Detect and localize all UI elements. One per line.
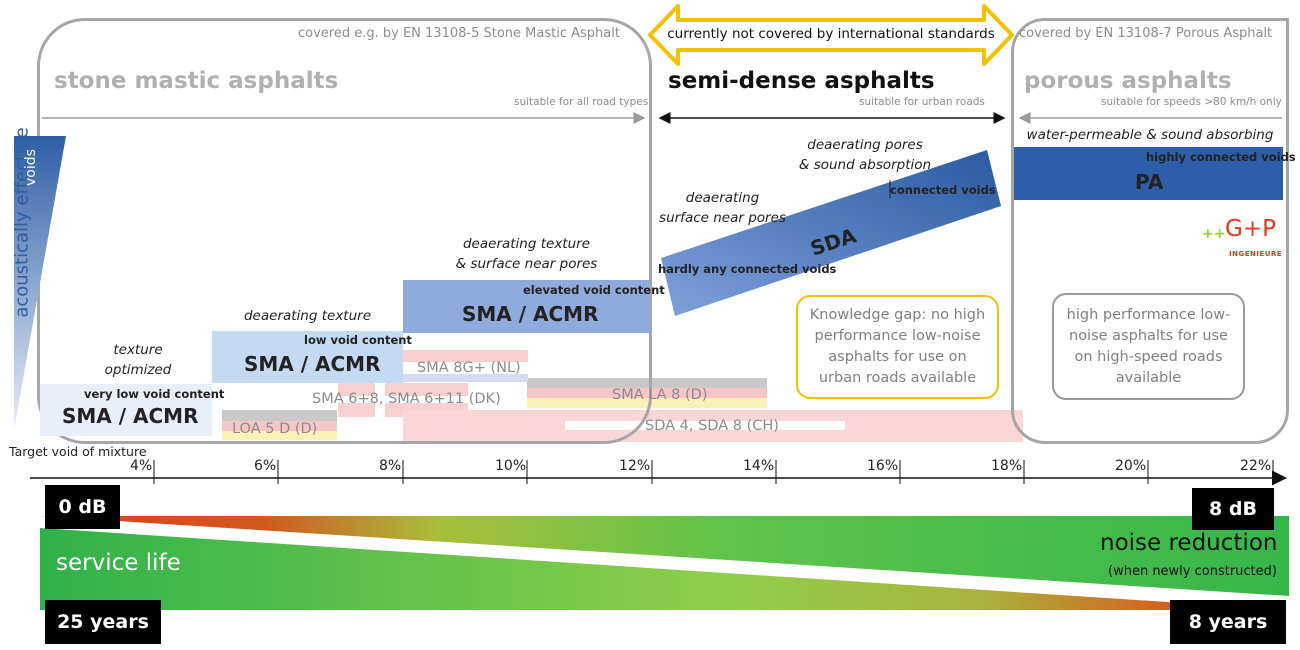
sma-very-low-box[interactable]	[40, 384, 212, 436]
pa-box[interactable]	[1014, 147, 1283, 200]
sma-low-box[interactable]	[212, 331, 403, 383]
gap-banner-text: currently not covered by international s…	[667, 26, 995, 42]
sma-elevated-sublabel: elevated void content	[523, 283, 665, 297]
sda-sub-high: connected voids	[890, 183, 996, 197]
tick-6: 6%	[254, 458, 277, 474]
noise-reduction-label: noise reduction	[1100, 530, 1278, 556]
x-axis	[30, 460, 1287, 486]
smala-label: SMA LA 8 (D)	[612, 387, 708, 403]
loa-label: LOA 5 D (D)	[232, 421, 318, 437]
porous-category-title: porous asphalts	[1024, 68, 1232, 94]
y-axis-sublabel: voids	[23, 149, 39, 186]
tick-20: 20%	[1115, 458, 1147, 474]
x-axis-label: Target void of mixture	[9, 444, 147, 459]
knowledge-gap-note: Knowledge gap: no high performance low-n…	[796, 295, 999, 399]
tick-22: 22%	[1240, 458, 1272, 474]
gp-logo-prefix: ++	[1202, 226, 1226, 242]
sda-sub-low: hardly any connected voids	[658, 262, 837, 276]
high-performance-note: high performance low-noise asphalts for …	[1052, 293, 1245, 400]
service-life-label: service life	[56, 550, 181, 576]
pa-name: PA	[1135, 170, 1164, 194]
loa-flag-bar-black	[222, 410, 337, 421]
pa-coverage-note: covered by EN 13108-7 Porous Asphalt	[1019, 26, 1273, 41]
tradeoff-bands	[40, 516, 1289, 610]
sda-desc-b1: deaerating pores	[807, 137, 923, 153]
tick-12: 12%	[619, 458, 651, 474]
knowledge-gap-text: Knowledge gap: no high performance low-n…	[809, 307, 986, 386]
loa-flag-bar-red	[222, 421, 337, 431]
sma-coverage-note: covered e.g. by EN 13108-5 Stone Mastic …	[298, 26, 620, 41]
sma-elevated-name: SMA / ACMR	[462, 302, 599, 326]
sma-elevated-desc-1: deaerating texture	[462, 236, 591, 252]
gap-banner-arrow	[648, 4, 1014, 66]
gp-logo-sub: INGENIEURE	[1229, 250, 1283, 258]
high-performance-text: high performance low-noise asphalts for …	[1066, 306, 1231, 386]
sma8g-label: SMA 8G+ (NL)	[417, 360, 521, 376]
tick-8: 8%	[379, 458, 402, 474]
sma-suitability: suitable for all road types	[514, 96, 649, 108]
sda-desc-a1: deaerating	[685, 190, 760, 206]
sma-category-title: stone mastic asphalts	[54, 68, 339, 94]
tick-4: 4%	[130, 458, 153, 474]
pa-desc: water-permeable & sound absorbing	[1026, 127, 1274, 143]
loa-flag-bar-gold	[222, 431, 337, 440]
sma6-label: SMA 6+8, SMA 6+11 (DK)	[312, 391, 501, 407]
sma-elevated-desc-2: & surface near pores	[455, 256, 598, 272]
gp-logo-text: G+P	[1225, 216, 1276, 242]
ch-flag-cross	[565, 421, 845, 430]
noise-reduction-note: (when newly constructed)	[1108, 564, 1277, 579]
tick-16: 16%	[867, 458, 899, 474]
life-end-badge: 8 years	[1170, 600, 1286, 644]
sma-texture-desc-2: optimized	[104, 362, 172, 378]
sma-elevated-box[interactable]	[403, 280, 650, 333]
life-start-badge: 25 years	[45, 600, 161, 644]
sda-desc-a2: surface near pores	[659, 210, 786, 226]
y-axis-wedge	[14, 136, 66, 430]
semi-suitability: suitable for urban roads	[859, 96, 985, 108]
noise-start-badge: 0 dB	[45, 485, 120, 529]
sma-very-low-name: SMA / ACMR	[62, 404, 199, 428]
noise-end-badge: 8 dB	[1192, 488, 1274, 530]
tick-18: 18%	[991, 458, 1023, 474]
tick-14: 14%	[743, 458, 775, 474]
pa-sublabel: highly connected voids	[1146, 150, 1296, 164]
sma-texture-desc-1: texture	[113, 342, 163, 358]
nl-flag-bar-blue	[403, 374, 528, 382]
sma-low-name: SMA / ACMR	[244, 352, 381, 376]
sda4-label: SDA 4, SDA 8 (CH)	[645, 418, 779, 434]
porous-suitability: suitable for speeds >80 km/h only	[1101, 96, 1282, 108]
dk-flag-cross-h	[338, 396, 468, 403]
de-flag-bar-red	[527, 388, 767, 398]
nl-flag-bar-red	[403, 350, 528, 362]
range-arrows	[42, 112, 1282, 124]
semi-category-title: semi-dense asphalts	[668, 68, 935, 94]
gp-logo: ++ G+P INGENIEURE	[1202, 216, 1292, 264]
tick-10: 10%	[495, 458, 527, 474]
sda-band[interactable]	[655, 140, 1015, 330]
sda-desc-b2: & sound absorption	[798, 157, 932, 173]
sma-low-desc: deaerating texture	[243, 308, 372, 324]
sma-very-low-sublabel: very low void content	[84, 387, 225, 401]
porous-panel-frame	[1011, 18, 1289, 444]
de-flag-bar-black	[527, 378, 767, 388]
sma-low-sublabel: low void content	[304, 333, 412, 347]
